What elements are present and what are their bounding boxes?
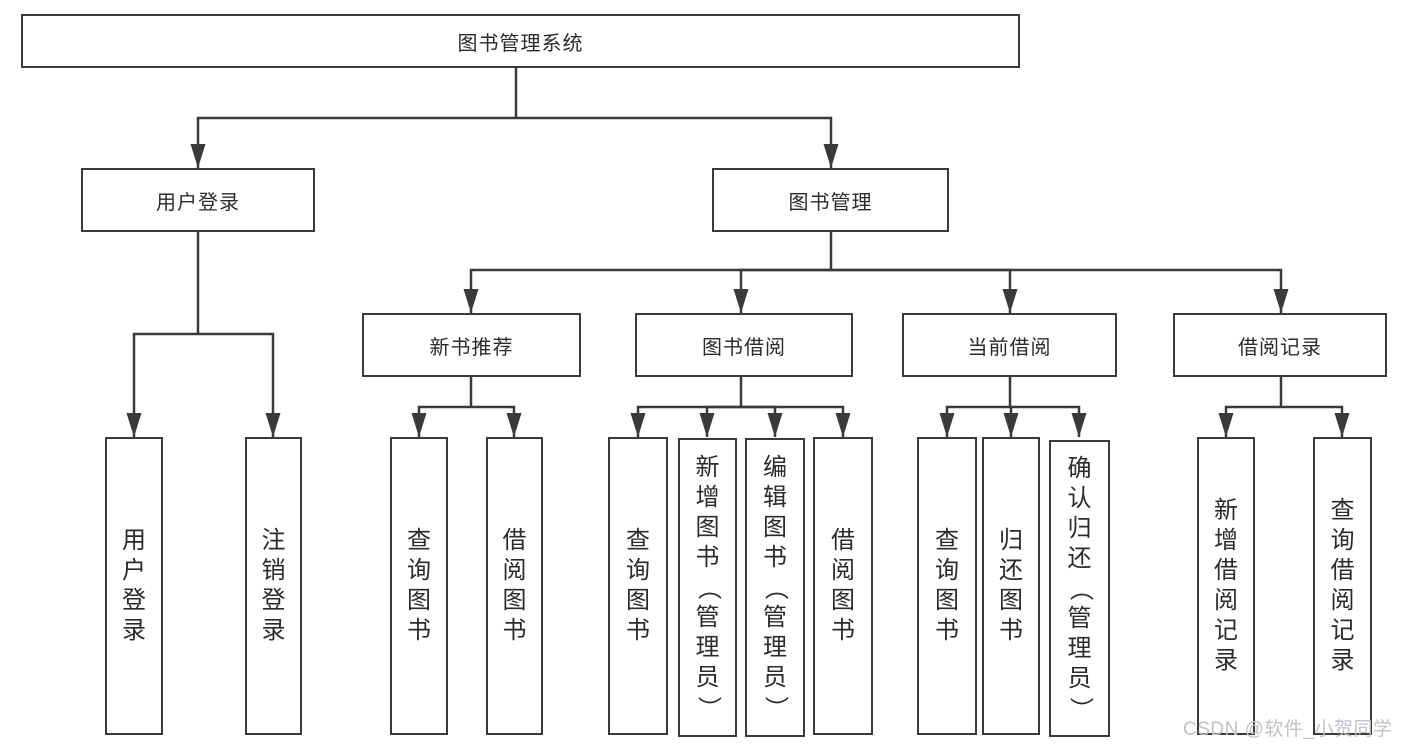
- node-leaf-query-books-borrow: 查询图书: [608, 437, 668, 735]
- node-leaf-edit-books-admin: 编辑图书（管理员）: [745, 438, 805, 737]
- node-leaf-add-borrow-record: 新增借阅记录: [1197, 437, 1255, 735]
- csdn-watermark: CSDN @软件_小贺同学: [1183, 719, 1393, 740]
- node-new-book-recommendation: 新书推荐: [362, 313, 581, 377]
- node-leaf-user-login: 用户登录: [105, 437, 163, 735]
- node-borrowing-records: 借阅记录: [1173, 313, 1387, 377]
- node-leaf-query-borrow-record: 查询借阅记录: [1313, 437, 1372, 735]
- node-user-login: 用户登录: [81, 168, 315, 232]
- node-leaf-return-books: 归还图书: [982, 437, 1040, 735]
- node-leaf-add-books-admin: 新增图书（管理员）: [678, 438, 737, 737]
- node-leaf-borrow-books: 借阅图书: [813, 437, 873, 735]
- node-leaf-confirm-return-admin: 确认归还（管理员）: [1049, 440, 1110, 737]
- node-current-borrowing: 当前借阅: [902, 313, 1117, 377]
- node-book-borrowing: 图书借阅: [635, 313, 853, 377]
- node-leaf-borrow-books-recommend: 借阅图书: [486, 437, 543, 735]
- node-book-management: 图书管理: [712, 168, 949, 232]
- node-library-management-system: 图书管理系统: [21, 14, 1020, 68]
- node-leaf-query-books-current: 查询图书: [917, 437, 977, 735]
- node-leaf-logout: 注销登录: [245, 437, 302, 735]
- node-leaf-query-books-recommend: 查询图书: [390, 437, 448, 735]
